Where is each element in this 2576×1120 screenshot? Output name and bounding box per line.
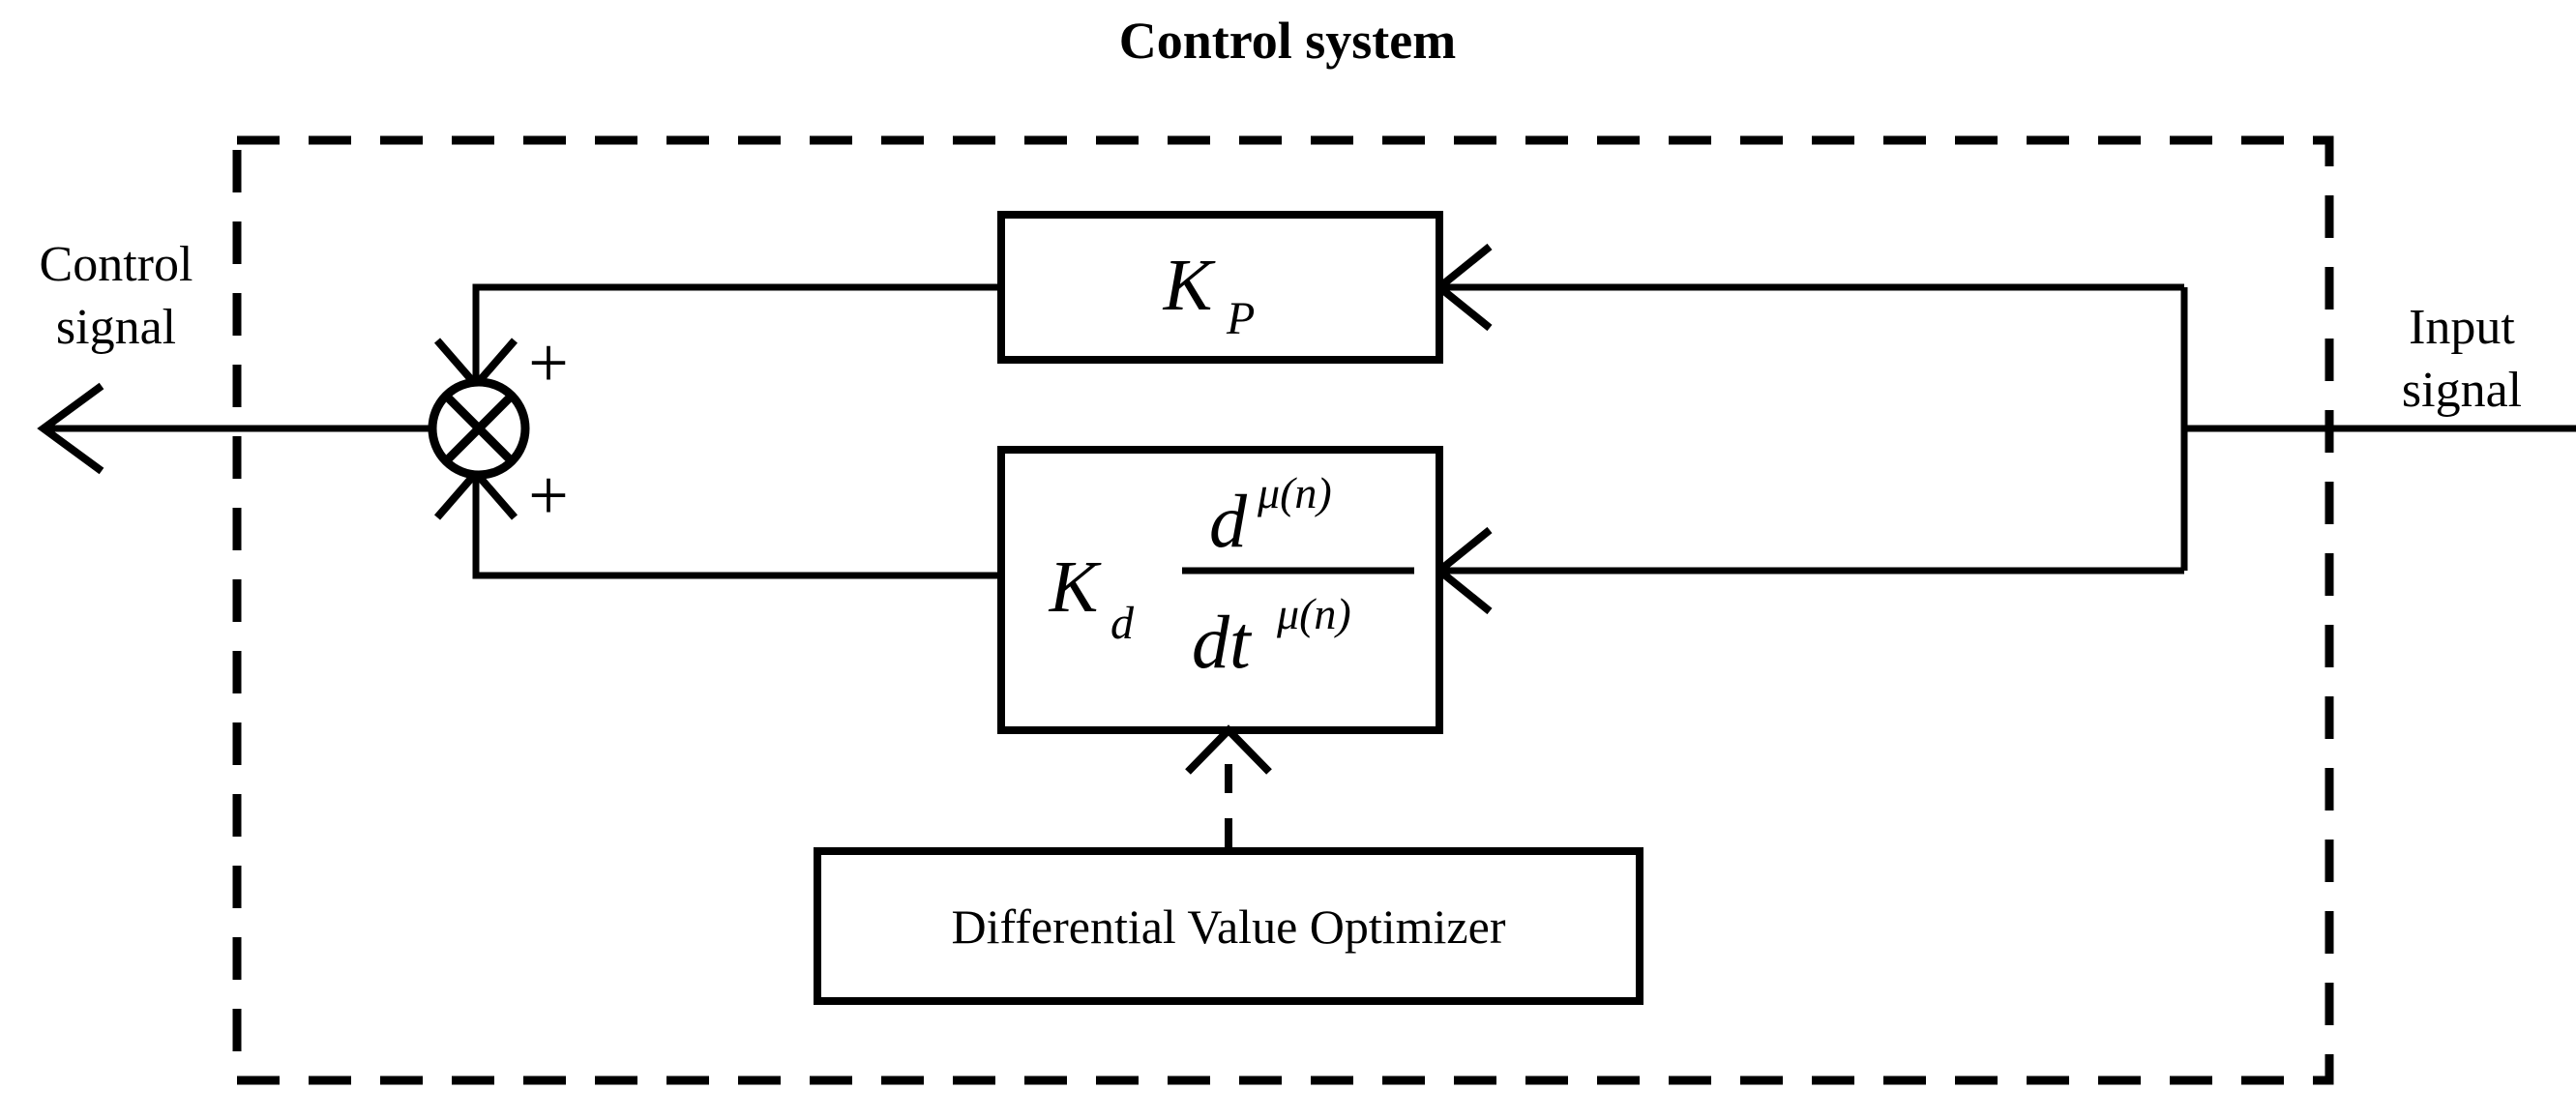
svg-text:K: K xyxy=(1163,245,1216,326)
svg-text:Control: Control xyxy=(40,237,193,292)
summing-junction-cross-b xyxy=(442,392,516,465)
control-system-boundary xyxy=(232,135,2334,1085)
fractional-derivative-label: K d d μ(n) dt μ(n) xyxy=(1049,468,1414,684)
optimizer-label: Differential Value Optimizer xyxy=(952,899,1506,954)
svg-text:P: P xyxy=(1226,293,1255,344)
svg-text:d: d xyxy=(1110,598,1135,649)
summing-junction[interactable] xyxy=(428,377,530,480)
sum-sign-top: + xyxy=(528,324,569,403)
proportional-gain-label: K P xyxy=(1163,245,1256,344)
proportional-gain-block[interactable] xyxy=(997,211,1443,364)
svg-text:Input: Input xyxy=(2409,300,2515,355)
svg-text:μ(n): μ(n) xyxy=(1257,468,1332,517)
svg-text:dt: dt xyxy=(1192,600,1253,684)
input-signal-label: Input signal xyxy=(2402,300,2522,418)
proportional-to-sum-line xyxy=(472,283,1001,382)
svg-text:K: K xyxy=(1049,546,1102,628)
svg-text:d: d xyxy=(1209,479,1248,563)
arrow-into-derivative-from-optimizer-icon xyxy=(1185,724,1272,775)
control-signal-label: Control signal xyxy=(40,237,193,355)
fractional-derivative-block[interactable] xyxy=(997,446,1443,734)
arrow-control-signal-icon xyxy=(37,382,104,475)
svg-text:μ(n): μ(n) xyxy=(1276,589,1351,638)
derivative-to-sum-line xyxy=(472,476,1001,579)
svg-text:signal: signal xyxy=(56,300,176,355)
diagram-title: Control system xyxy=(1119,12,1456,70)
svg-text:signal: signal xyxy=(2402,363,2522,418)
sum-sign-bottom: + xyxy=(528,457,569,536)
